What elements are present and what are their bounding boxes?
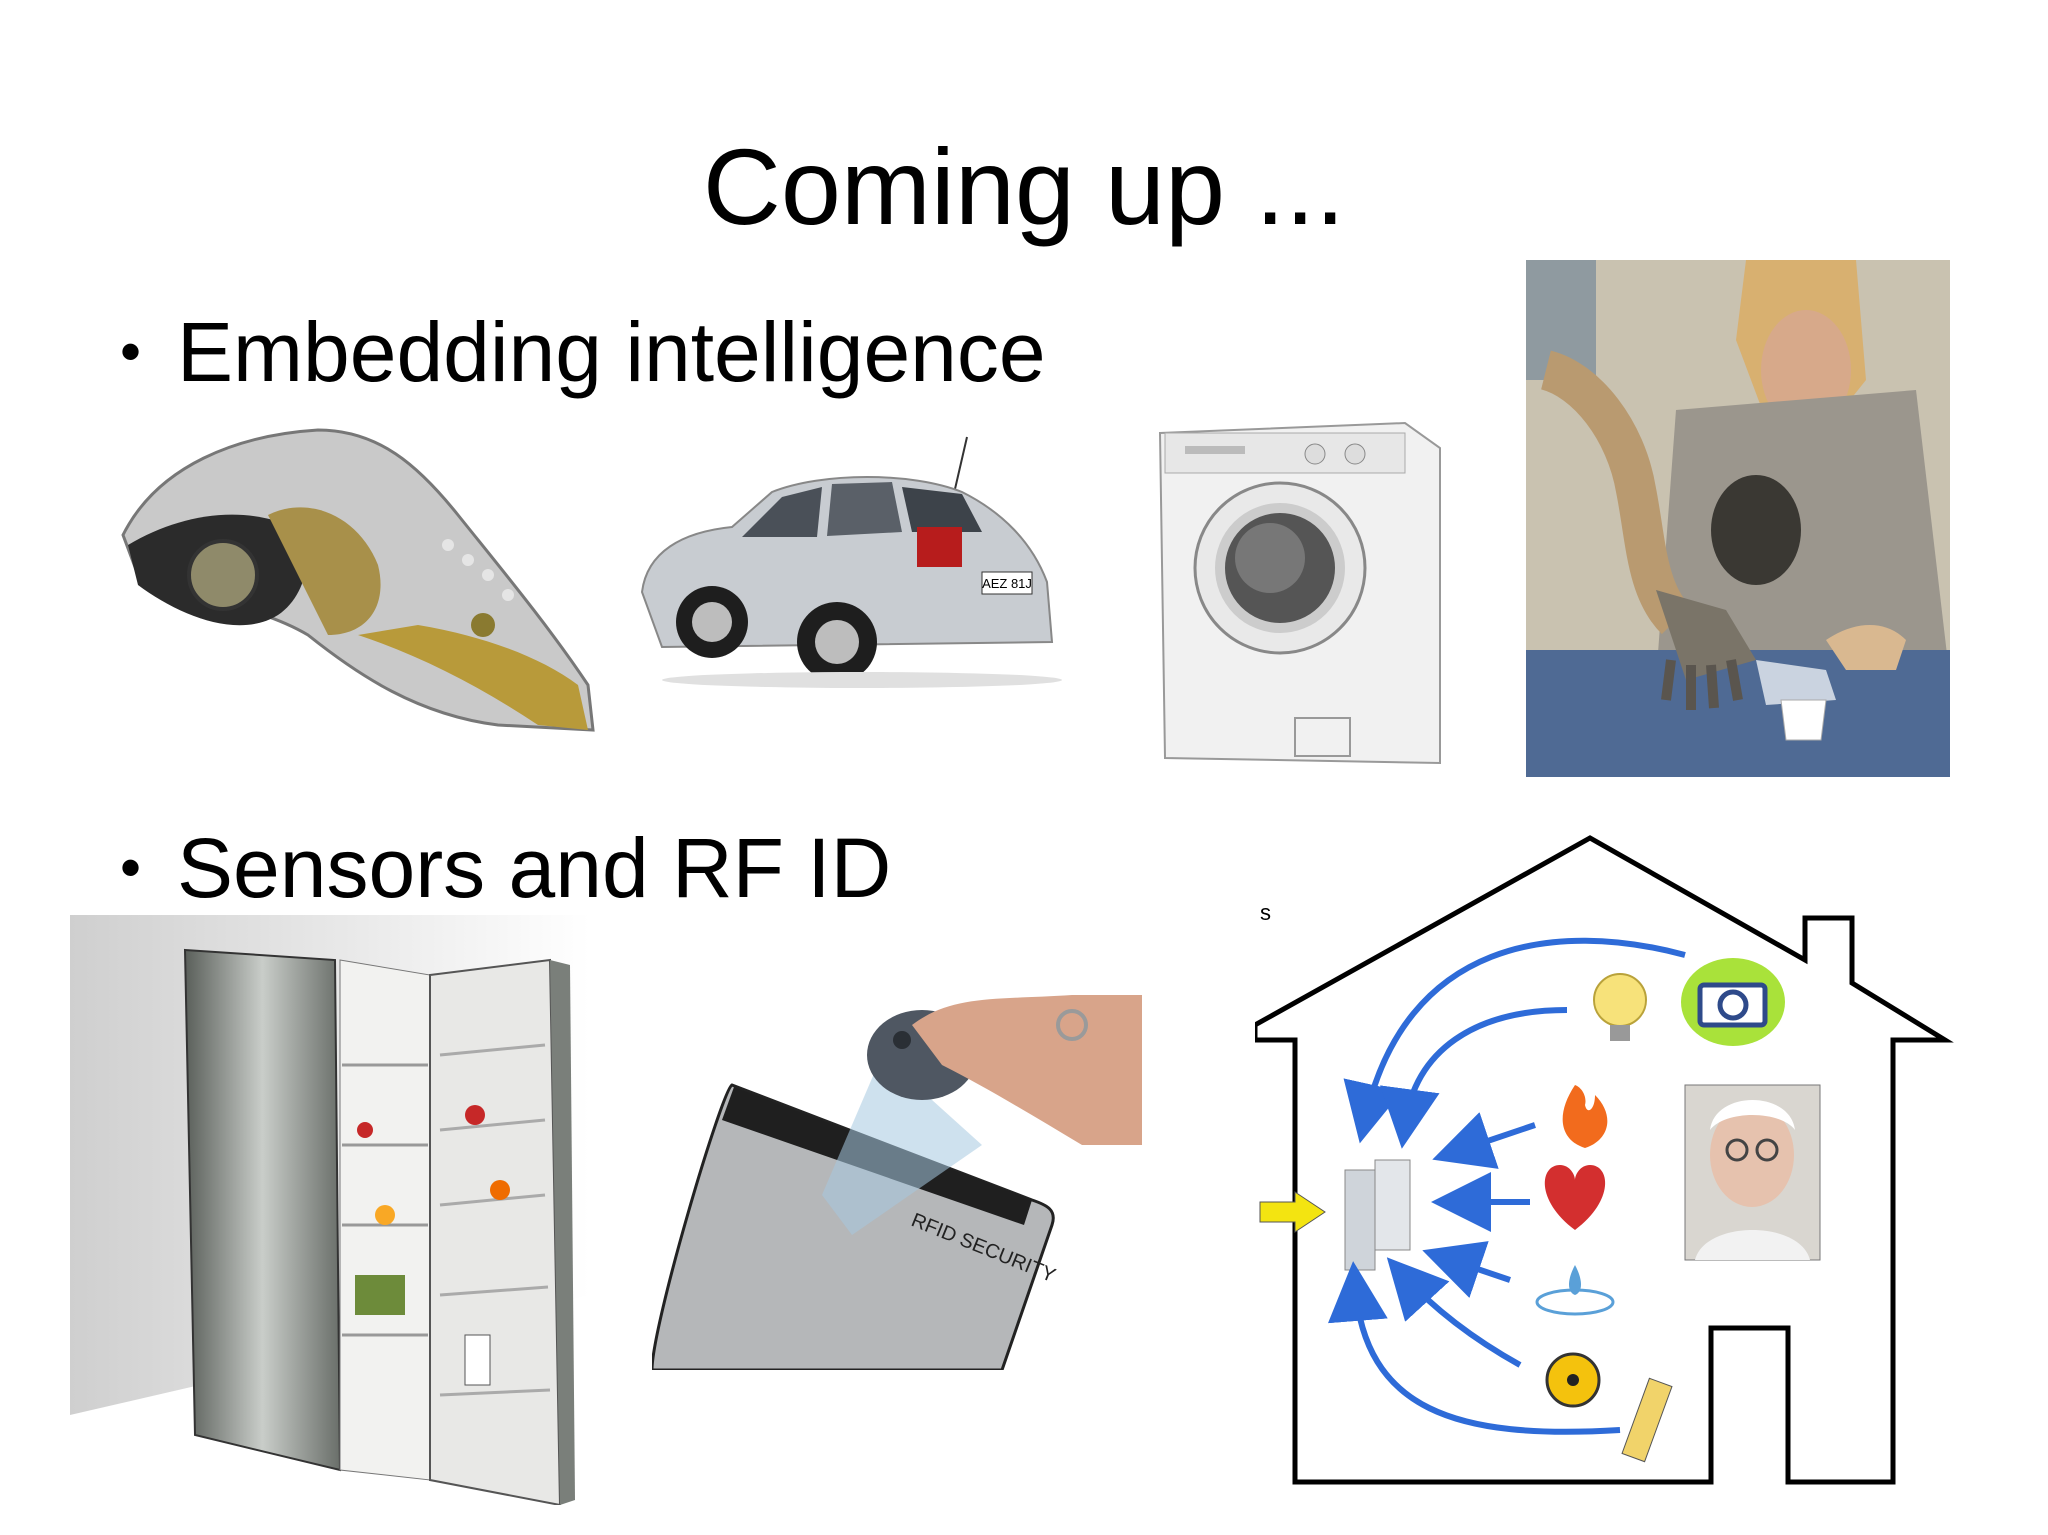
rfid-image: RFID SECURITY [652, 995, 1142, 1370]
bullet-marker: • [120, 834, 142, 902]
bullet-sensors: • Sensors and RF ID [120, 821, 892, 915]
washer-image [1155, 418, 1445, 770]
house-fragment-text: s [1260, 900, 1271, 925]
bullet-text: Embedding intelligence [177, 305, 1046, 399]
fridge-image [70, 915, 590, 1505]
car-image: AEZ 81J [622, 432, 1070, 692]
bullet-marker: • [120, 318, 142, 386]
bullet-text: Sensors and RF ID [177, 821, 892, 915]
license-plate: AEZ 81J [982, 576, 1032, 591]
slide-title: Coming up ... [702, 126, 1346, 247]
robot-hand-image [1526, 260, 1950, 777]
bullet-embedding: • Embedding intelligence [120, 305, 1046, 399]
shoe-image [118, 425, 600, 735]
smart-home-image: s [1255, 830, 1955, 1490]
